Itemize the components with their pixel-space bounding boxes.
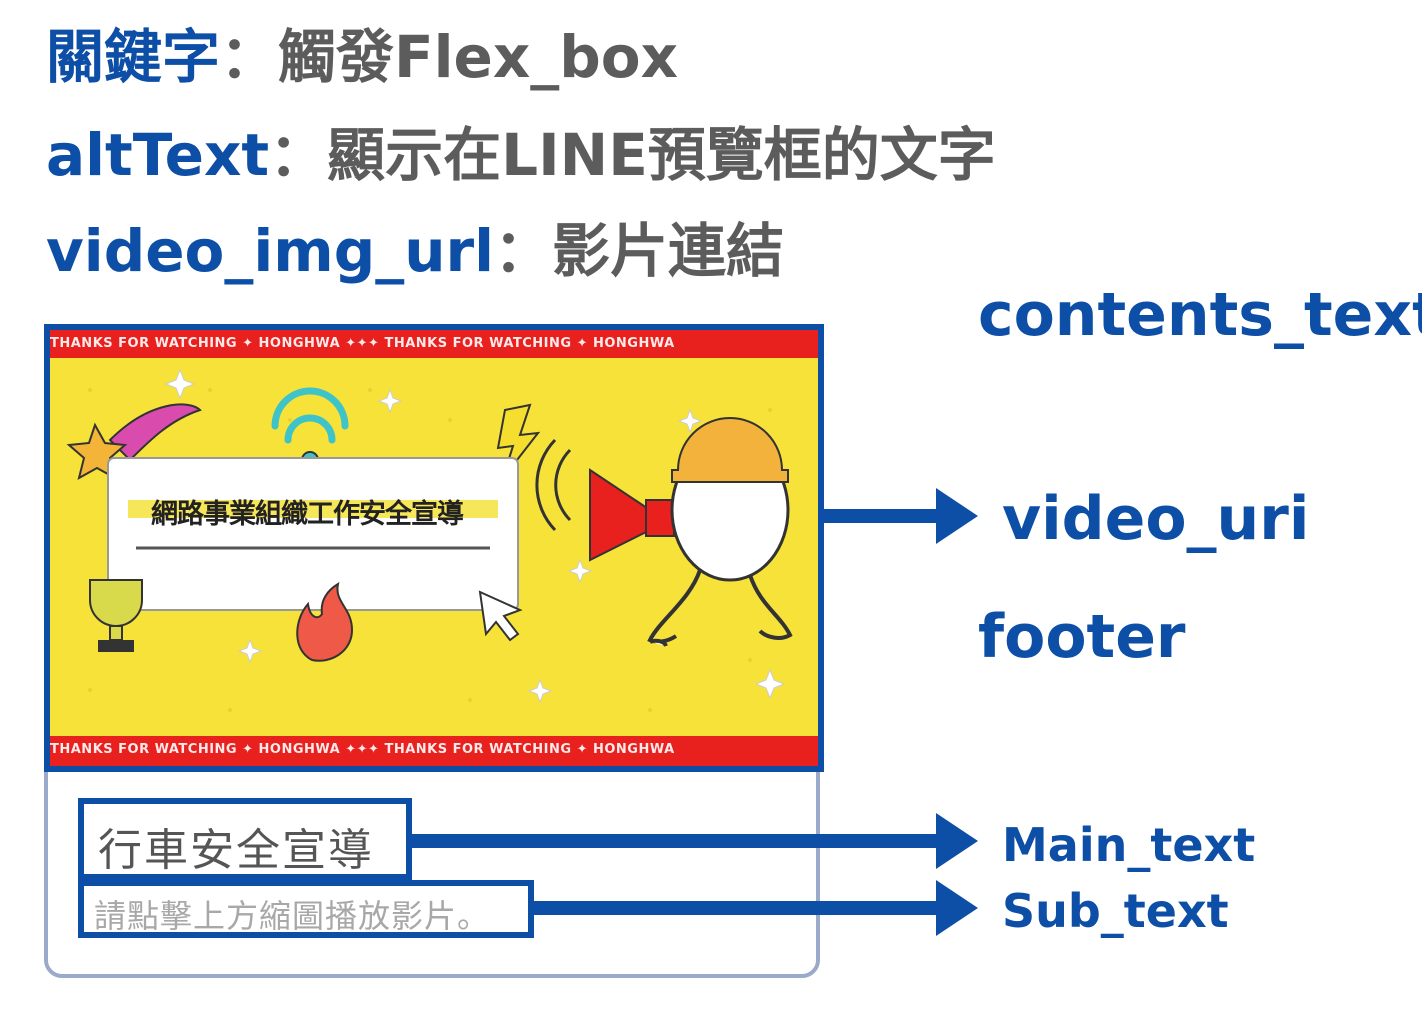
arrow-sub-shaft — [534, 901, 944, 915]
video-thumbnail-box[interactable]: THANKS FOR WATCHING ✦ HONGHWA ✦✦✦ THANKS… — [44, 324, 824, 772]
label-video-uri: video_uri — [1002, 484, 1310, 554]
sub-text: 請點擊上方縮圖播放影片。 — [94, 897, 491, 935]
arrow-main-head — [936, 813, 978, 869]
definition-key: altText — [46, 121, 270, 189]
arrow-video-head — [936, 488, 978, 544]
definition-keyword: 關鍵字：觸發Flex_box — [46, 22, 678, 92]
thumbnail-ticker-bottom: THANKS FOR WATCHING ✦ HONGHWA ✦✦✦ THANKS… — [50, 742, 675, 757]
label-sub-text: Sub_text — [1002, 884, 1229, 938]
definition-value: 觸發Flex_box — [278, 23, 679, 91]
label-footer: footer — [978, 602, 1186, 672]
arrow-main-shaft — [412, 834, 944, 848]
label-contents-text: contents_text — [978, 280, 1422, 350]
main-text-box: 行車安全宣導 — [78, 798, 412, 880]
thumbnail-ticker-top: THANKS FOR WATCHING ✦ HONGHWA ✦✦✦ THANKS… — [50, 336, 675, 351]
main-text: 行車安全宣導 — [98, 825, 374, 876]
sub-text-box: 請點擊上方縮圖播放影片。 — [78, 880, 534, 938]
label-main-text: Main_text — [1002, 818, 1256, 872]
definition-video-img-url: video_img_url：影片連結 — [46, 216, 784, 286]
definition-separator: ： — [494, 217, 553, 285]
arrow-sub-head — [936, 880, 978, 936]
arrow-video-shaft — [824, 509, 944, 523]
definition-key: video_img_url — [46, 217, 494, 285]
definition-separator: ： — [269, 121, 328, 189]
definition-value: 顯示在LINE預覽框的文字 — [327, 121, 996, 189]
definition-value: 影片連結 — [552, 217, 785, 285]
definition-alttext: altText：顯示在LINE預覽框的文字 — [46, 120, 996, 190]
definition-key: 關鍵字 — [46, 23, 221, 91]
thumbnail-title: 網路事業組織工作安全宣導 — [151, 499, 464, 530]
video-thumbnail-image — [50, 330, 818, 766]
definition-separator: ： — [220, 23, 279, 91]
